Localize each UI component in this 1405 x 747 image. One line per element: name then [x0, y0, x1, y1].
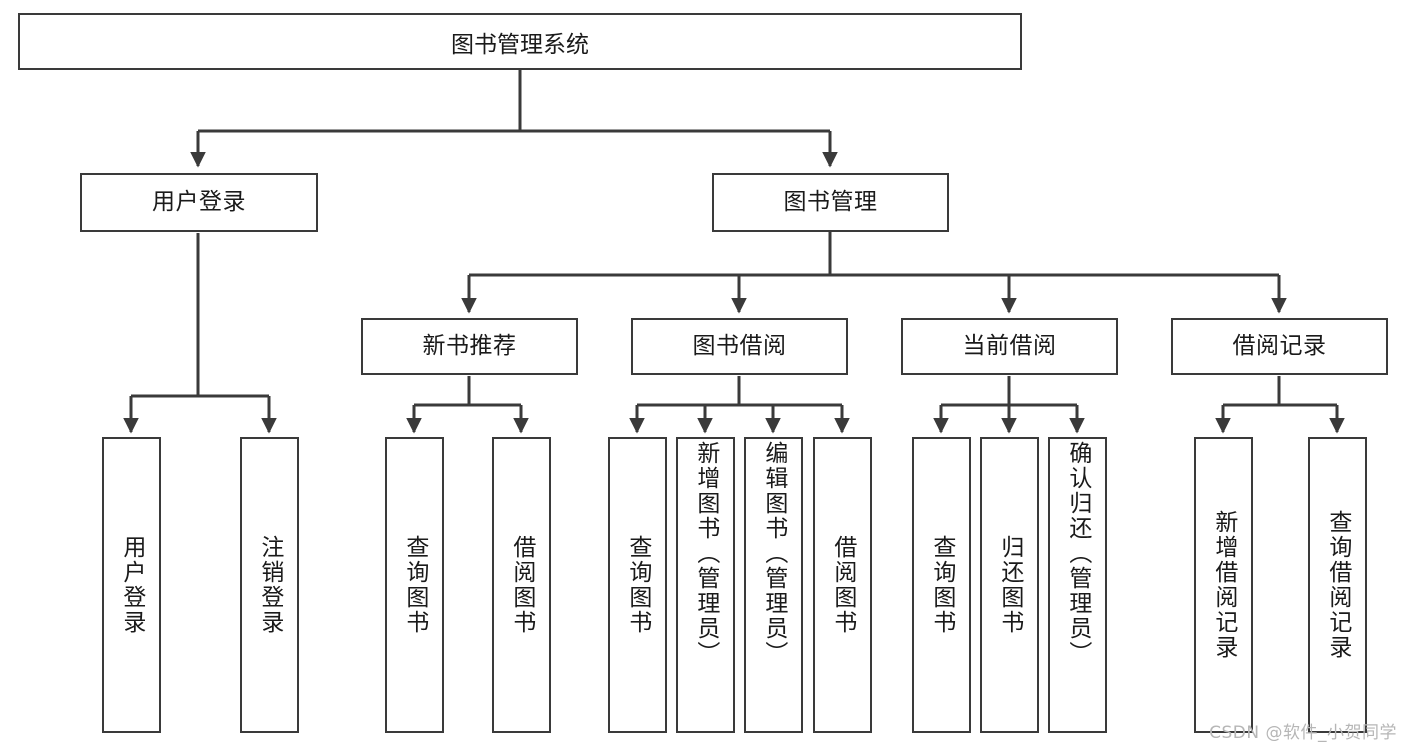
node-leaf-add-borrow-record[interactable]: 新增借阅记录: [1194, 437, 1253, 733]
node-leaf-add-book-admin[interactable]: 新增图书（管理员）: [676, 437, 735, 733]
node-leaf-query-book-current[interactable]: 查询图书: [912, 437, 971, 733]
node-current-borrow[interactable]: 当前借阅: [901, 318, 1118, 375]
leaf-content: 查询图书: [914, 439, 969, 731]
node-leaf-confirm-return-admin[interactable]: 确认归还（管理员）: [1048, 437, 1107, 733]
watermark-text: CSDN @软件_小贺同学: [1209, 723, 1397, 743]
node-leaf-logout-label: 注销登录: [256, 535, 283, 635]
node-borrow-record[interactable]: 借阅记录: [1171, 318, 1388, 375]
leaf-content: 查询借阅记录: [1310, 439, 1365, 731]
leaf-content: 借阅图书: [815, 439, 870, 731]
leaf-content: 归还图书: [982, 439, 1037, 731]
node-leaf-query-borrow-record-label: 查询借阅记录: [1324, 510, 1351, 660]
node-leaf-query-book-borrow[interactable]: 查询图书: [608, 437, 667, 733]
node-leaf-borrow-book-new[interactable]: 借阅图书: [492, 437, 551, 733]
leaf-content: 确认归还（管理员）: [1050, 439, 1105, 733]
node-book-management-label: 图书管理: [783, 188, 878, 215]
leaf-content: 用户登录: [104, 439, 159, 731]
node-leaf-query-book-new-label: 查询图书: [401, 535, 428, 635]
leaf-content: 编辑图书（管理员）: [746, 439, 801, 733]
node-new-book-recommend[interactable]: 新书推荐: [361, 318, 578, 375]
node-leaf-query-book-new[interactable]: 查询图书: [385, 437, 444, 733]
node-root-label: 图书管理系统: [451, 31, 589, 58]
leaf-content: 借阅图书: [494, 439, 549, 731]
node-leaf-query-book-current-label: 查询图书: [928, 535, 955, 635]
node-leaf-logout[interactable]: 注销登录: [240, 437, 299, 733]
node-leaf-return-book[interactable]: 归还图书: [980, 437, 1039, 733]
leaf-content: 新增借阅记录: [1196, 439, 1251, 731]
node-leaf-edit-book-admin[interactable]: 编辑图书（管理员）: [744, 437, 803, 733]
node-leaf-add-borrow-record-label: 新增借阅记录: [1210, 510, 1237, 660]
node-borrow-record-label: 借阅记录: [1232, 332, 1327, 359]
node-user-login-label: 用户登录: [152, 188, 246, 215]
node-book-borrow[interactable]: 图书借阅: [631, 318, 848, 375]
node-leaf-borrow-book-new-label: 借阅图书: [508, 535, 535, 635]
node-leaf-user-login[interactable]: 用户登录: [102, 437, 161, 733]
node-leaf-query-borrow-record[interactable]: 查询借阅记录: [1308, 437, 1367, 733]
node-root-book-management-system[interactable]: 图书管理系统: [18, 13, 1022, 70]
leaf-content: 查询图书: [610, 439, 665, 731]
leaf-content: 新增图书（管理员）: [678, 439, 733, 733]
node-new-book-recommend-label: 新书推荐: [422, 332, 517, 359]
node-book-borrow-label: 图书借阅: [692, 332, 787, 359]
node-current-borrow-label: 当前借阅: [962, 332, 1057, 359]
node-leaf-add-book-admin-label: 新增图书（管理员）: [692, 441, 719, 666]
leaf-content: 注销登录: [242, 439, 297, 731]
node-leaf-query-book-borrow-label: 查询图书: [624, 535, 651, 635]
node-leaf-borrow-book[interactable]: 借阅图书: [813, 437, 872, 733]
node-book-management[interactable]: 图书管理: [712, 173, 949, 232]
node-user-login[interactable]: 用户登录: [80, 173, 318, 232]
node-leaf-borrow-book-label: 借阅图书: [829, 535, 856, 635]
node-leaf-confirm-return-admin-label: 确认归还（管理员）: [1064, 441, 1091, 666]
node-leaf-return-book-label: 归还图书: [996, 535, 1023, 635]
node-leaf-edit-book-admin-label: 编辑图书（管理员）: [760, 441, 787, 666]
leaf-content: 查询图书: [387, 439, 442, 731]
node-leaf-user-login-label: 用户登录: [118, 535, 145, 635]
